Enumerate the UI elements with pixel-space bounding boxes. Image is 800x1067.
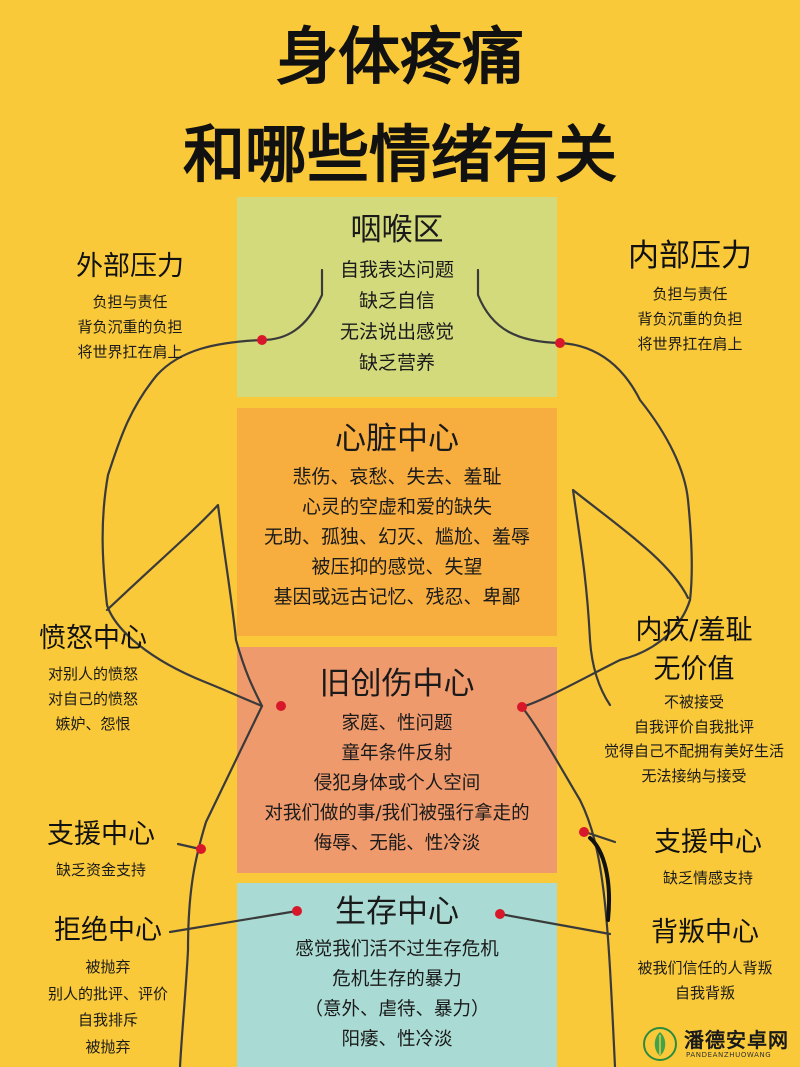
survival-block: 生存中心 感觉我们活不过生存危机 危机生存的暴力 （意外、虐待、暴力） 阳痿、性… xyxy=(237,883,557,1067)
watermark-name: 潘德安卓网 xyxy=(684,1028,789,1052)
throat-title: 咽喉区 xyxy=(350,212,444,248)
support-center-right-line: 缺乏情感支持 xyxy=(662,869,753,887)
trauma-block: 旧创伤中心 家庭、性问题 童年条件反射 侵犯身体或个人空间 对我们做的事/我们被… xyxy=(237,647,557,873)
external-pressure-label: 外部压力 负担与责任 背负沉重的负担 将世界扛在肩上 xyxy=(30,250,230,365)
trauma-line: 童年条件反射 xyxy=(341,743,453,764)
internal-pressure-title: 内部压力 xyxy=(628,238,752,274)
anger-center-line: 嫉妒、怨恨 xyxy=(55,715,131,733)
heart-line: 悲伤、哀愁、失去、羞耻 xyxy=(292,466,502,488)
leaf-logo-icon xyxy=(643,1027,677,1061)
guilt-shame-line: 自我评价自我批评 xyxy=(633,717,754,736)
survival-line: （意外、虐待、暴力） xyxy=(304,999,490,1020)
shoulder-blade-mark xyxy=(588,836,612,922)
external-pressure-line: 将世界扛在肩上 xyxy=(77,343,183,361)
guilt-shame-label: 内疚/羞耻 无价值 不被接受 自我评价自我批评 觉得自己不配拥有美好生活 无法接… xyxy=(588,612,800,788)
external-pressure-line: 背负沉重的负担 xyxy=(77,318,183,336)
survival-line: 感觉我们活不过生存危机 xyxy=(295,939,499,960)
anger-center-title: 愤怒中心 xyxy=(39,623,147,654)
marker-dot-support-left xyxy=(196,844,206,854)
trauma-line: 家庭、性问题 xyxy=(341,713,453,734)
marker-dot-support-right xyxy=(579,827,589,837)
throat-line: 无法说出感觉 xyxy=(339,321,454,343)
connector-line-support-right xyxy=(583,830,617,844)
survival-line: 阳痿、性冷淡 xyxy=(341,1029,453,1050)
throat-line: 自我表达问题 xyxy=(339,259,454,281)
heart-line: 基因或远古记忆、残忍、卑鄙 xyxy=(273,586,521,608)
rejection-center-line: 被抛弃 xyxy=(85,1037,131,1056)
anger-center-line: 对自己的愤怒 xyxy=(47,690,138,708)
anger-center-line: 对别人的愤怒 xyxy=(47,665,138,683)
page-title-line1: 身体疼痛 xyxy=(275,20,524,93)
external-pressure-title: 外部压力 xyxy=(76,251,184,282)
betrayal-center-label: 背叛中心 被我们信任的人背叛 自我背叛 xyxy=(610,916,800,1006)
heart-block: 心脏中心 悲伤、哀愁、失去、羞耻 心灵的空虚和爱的缺失 无助、孤独、幻灭、尴尬、… xyxy=(237,408,557,636)
survival-title: 生存中心 xyxy=(335,894,459,930)
heart-title: 心脏中心 xyxy=(335,421,459,457)
trauma-line: 对我们做的事/我们被强行拿走的 xyxy=(264,803,530,824)
rejection-center-label: 拒绝中心 被抛弃 别人的批评、评价 自我排斥 被抛弃 xyxy=(28,914,188,1060)
throat-block: 咽喉区 自我表达问题 缺乏自信 无法说出感觉 缺乏营养 xyxy=(237,197,557,397)
guilt-shame-title: 内疚/羞耻 xyxy=(635,615,753,646)
internal-pressure-line: 背负沉重的负担 xyxy=(637,310,743,328)
rejection-center-line: 被抛弃 xyxy=(85,958,131,976)
support-center-left-line: 缺乏资金支持 xyxy=(55,861,146,879)
throat-line: 缺乏自信 xyxy=(358,290,435,312)
heart-line: 无助、孤独、幻灭、尴尬、羞辱 xyxy=(263,526,530,548)
trauma-line: 侮辱、无能、性冷淡 xyxy=(313,833,481,854)
internal-pressure-line: 将世界扛在肩上 xyxy=(637,335,743,353)
support-center-left-title: 支援中心 xyxy=(47,819,155,850)
internal-pressure-label: 内部压力 负担与责任 背负沉重的负担 将世界扛在肩上 xyxy=(585,236,795,357)
guilt-shame-line: 觉得自己不配拥有美好生活 xyxy=(603,742,784,760)
betrayal-center-title: 背叛中心 xyxy=(651,917,759,948)
page-title-line2: 和哪些情绪有关 xyxy=(182,118,617,191)
survival-line: 危机生存的暴力 xyxy=(332,969,462,990)
support-center-right-label: 支援中心 缺乏情感支持 xyxy=(618,826,798,891)
external-pressure-line: 负担与责任 xyxy=(92,293,168,311)
guilt-shame-line: 无法接纳与接受 xyxy=(641,766,747,785)
betrayal-center-line: 被我们信任的人背叛 xyxy=(637,959,773,977)
anger-center-label: 愤怒中心 对别人的愤怒 对自己的愤怒 嫉妒、怨恨 xyxy=(8,622,178,737)
worthlessness-title: 无价值 xyxy=(653,654,735,685)
trauma-title: 旧创伤中心 xyxy=(319,666,475,702)
betrayal-center-line: 自我背叛 xyxy=(674,984,735,1002)
throat-line: 缺乏营养 xyxy=(358,352,435,374)
support-center-right-title: 支援中心 xyxy=(654,827,762,858)
heart-line: 心灵的空虚和爱的缺失 xyxy=(301,496,492,518)
watermark-subtitle: PANDEANZHUOWANG xyxy=(686,1051,772,1059)
trauma-line: 侵犯身体或个人空间 xyxy=(313,773,481,794)
rejection-center-line: 别人的批评、评价 xyxy=(47,984,168,1003)
support-center-left-label: 支援中心 缺乏资金支持 xyxy=(16,818,186,883)
site-watermark: 潘德安卓网 PANDEANZHUOWANG xyxy=(642,1024,797,1064)
internal-pressure-line: 负担与责任 xyxy=(652,285,728,303)
guilt-shame-line: 不被接受 xyxy=(663,693,724,711)
rejection-center-line: 自我排斥 xyxy=(77,1011,138,1029)
heart-line: 被压抑的感觉、失望 xyxy=(311,556,483,578)
rejection-center-title: 拒绝中心 xyxy=(54,915,162,946)
